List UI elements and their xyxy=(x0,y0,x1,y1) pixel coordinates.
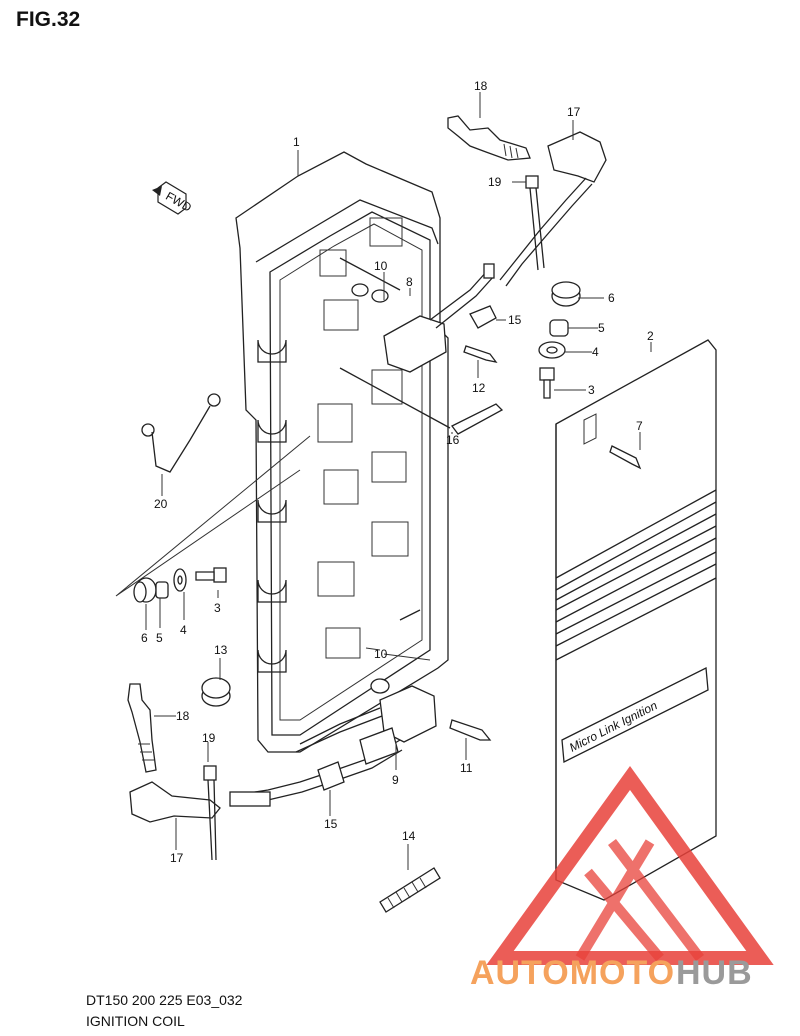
callout-3-left: 3 xyxy=(214,601,221,615)
tie-wrap-left xyxy=(203,765,217,861)
clamp-15-lower xyxy=(317,761,345,791)
figure-code: DT150 200 225 E03_032 xyxy=(86,992,243,1008)
callout-labels: 1 2 3 3 4 4 5 5 6 6 7 8 9 10 10 11 12 13… xyxy=(141,79,654,865)
ignition-cover: Micro Link Ignition xyxy=(555,339,717,901)
watermark-text-orange: AUTOMOTO xyxy=(470,954,675,992)
callout-12: 12 xyxy=(472,381,486,395)
callout-7: 7 xyxy=(636,419,643,433)
callout-11: 11 xyxy=(460,761,473,775)
leader-lines xyxy=(145,92,652,870)
callout-8: 8 xyxy=(406,275,413,289)
callout-13: 13 xyxy=(214,643,228,657)
collar-left xyxy=(155,581,169,599)
washer-right xyxy=(538,341,566,359)
rubber-grommet-left xyxy=(133,577,157,603)
washer-left xyxy=(173,568,187,592)
rubber-grommet-right xyxy=(551,281,581,307)
callout-2: 2 xyxy=(647,329,654,343)
coil-top xyxy=(351,263,497,373)
figure-title: FIG.32 xyxy=(16,8,81,31)
callout-15-bottom: 15 xyxy=(324,817,338,831)
callout-14: 14 xyxy=(402,829,416,843)
watermark-text-gray: HUB xyxy=(676,954,753,992)
callout-3-right: 3 xyxy=(588,383,595,397)
callout-9: 9 xyxy=(392,773,399,787)
callout-18-left: 18 xyxy=(176,709,190,723)
callout-18-top: 18 xyxy=(474,79,488,93)
clamp-16 xyxy=(339,367,504,435)
guide-lines xyxy=(115,435,311,597)
collar-right xyxy=(549,319,569,337)
spring-14 xyxy=(379,867,441,913)
callout-19-left: 19 xyxy=(202,731,216,745)
plug-cap-left xyxy=(129,739,403,823)
callout-16: 16 xyxy=(446,433,460,447)
callout-4-right: 4 xyxy=(592,345,599,359)
callout-4-left: 4 xyxy=(180,623,187,637)
screw-12 xyxy=(463,345,498,363)
screw-7 xyxy=(609,445,642,470)
callout-17-bottom: 17 xyxy=(170,851,184,865)
ground-wire xyxy=(141,393,221,473)
watermark-logo: AUTOMOTO HUB xyxy=(470,766,774,992)
callout-15-top: 15 xyxy=(508,313,522,327)
rubber-13 xyxy=(201,677,231,707)
spark-plug-left xyxy=(127,683,157,773)
coil-lower xyxy=(295,678,437,765)
callout-20: 20 xyxy=(154,497,168,511)
callout-17-top: 17 xyxy=(567,105,581,119)
callout-6-left: 6 xyxy=(141,631,148,645)
bolt-left xyxy=(195,567,227,583)
plug-cap-top xyxy=(499,131,607,287)
ignition-module xyxy=(235,151,449,753)
callout-5-left: 5 xyxy=(156,631,163,645)
callout-19-top: 19 xyxy=(488,175,502,189)
figure-name: IGNITION COIL xyxy=(86,1013,185,1029)
callout-1: 1 xyxy=(293,135,300,149)
callout-10-bottom: 10 xyxy=(374,647,388,661)
bolt-right xyxy=(539,367,555,399)
spark-plug-top xyxy=(447,115,531,161)
callout-10-top: 10 xyxy=(374,259,388,273)
callout-6-right: 6 xyxy=(608,291,615,305)
fwd-arrow: FWD xyxy=(152,181,194,215)
callout-5-right: 5 xyxy=(598,321,605,335)
screw-11 xyxy=(449,719,492,741)
